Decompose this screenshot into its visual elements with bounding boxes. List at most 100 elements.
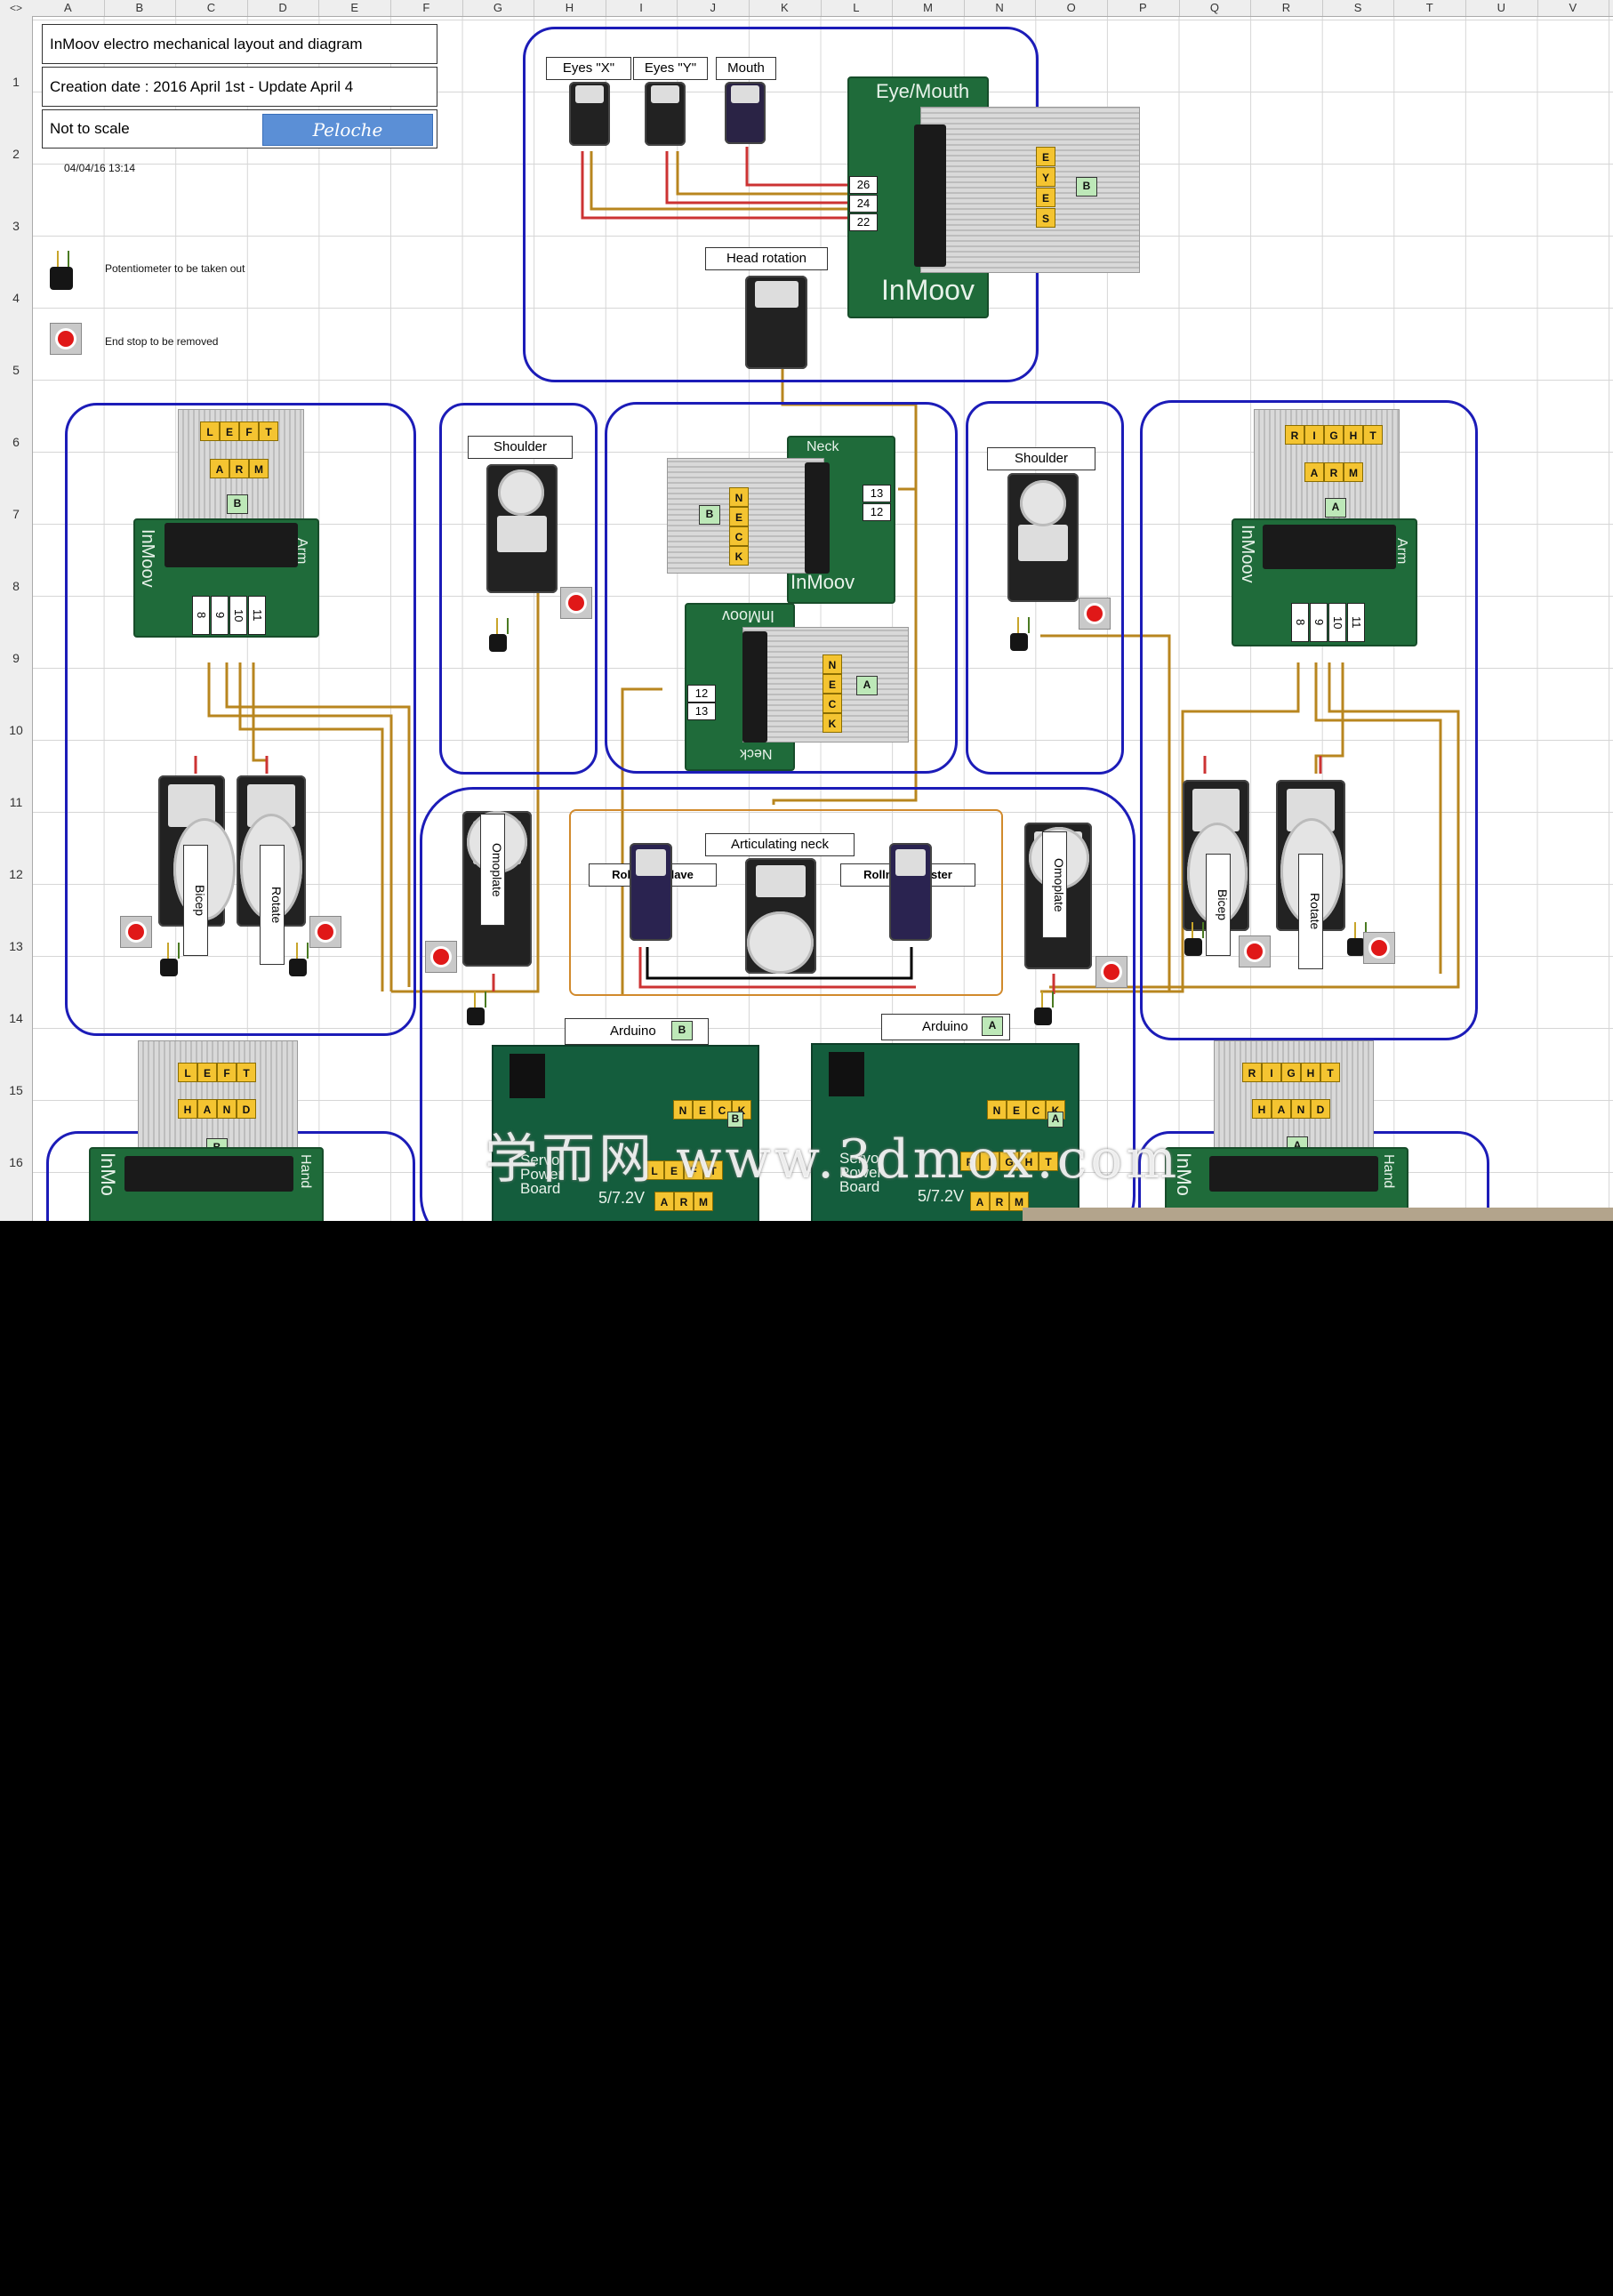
diagram-title: InMoov electro mechanical layout and dia…: [42, 24, 437, 64]
column-header-n[interactable]: N: [964, 0, 1037, 16]
column-header-o[interactable]: O: [1035, 0, 1108, 16]
column-header-m[interactable]: M: [892, 0, 965, 16]
row-header-16[interactable]: 16: [9, 1155, 23, 1169]
neck-a-pin-12: 12: [687, 685, 716, 702]
right-shoulder-group: [966, 401, 1124, 775]
right-omoplate-pot: [1034, 991, 1054, 1025]
column-header-t[interactable]: T: [1393, 0, 1466, 16]
right-arm-plug-g: G: [1324, 425, 1344, 445]
right-arm-plug-i: I: [1304, 425, 1324, 445]
creation-date: Creation date : 2016 April 1st - Update …: [42, 67, 437, 107]
row-header-11[interactable]: 11: [9, 795, 23, 809]
right-rotate-label: Rotate: [1298, 854, 1323, 969]
eyes-x-label: Eyes "X": [546, 57, 631, 80]
column-header-v[interactable]: V: [1537, 0, 1610, 16]
column-header-g[interactable]: G: [462, 0, 535, 16]
servo-power-board-a: Servo Power Board: [839, 1150, 883, 1195]
head-rotation-servo: [745, 276, 807, 369]
end-stop-icon: [50, 323, 82, 355]
column-header-u[interactable]: U: [1465, 0, 1538, 16]
row-header-6[interactable]: 6: [12, 435, 20, 449]
potentiometer-icon: [50, 251, 73, 290]
ard-a-arm-h: H: [1019, 1152, 1039, 1171]
ard-b-arm-m: M: [694, 1192, 713, 1211]
legend-endstop: End stop to be removed: [105, 335, 219, 348]
eyes-plug-s: S: [1036, 208, 1055, 228]
eye-mouth-board-label: Eye/Mouth: [876, 80, 970, 102]
left-bicep-label: Bicep: [183, 845, 208, 956]
wire-left-arm-1: [207, 662, 393, 991]
wire-eyes-y: [665, 151, 854, 205]
right-rotate-pot: [1347, 922, 1367, 956]
column-header-c[interactable]: C: [175, 0, 248, 16]
column-header-e[interactable]: E: [318, 0, 391, 16]
right-arm-connector: [1263, 525, 1396, 569]
right-hand-plug-g: G: [1281, 1063, 1301, 1082]
update-timestamp: 04/04/16 13:14: [64, 162, 136, 174]
eyes-tag: B: [1076, 177, 1097, 197]
right-arm-plug-r: R: [1285, 425, 1304, 445]
column-header-j[interactable]: J: [677, 0, 750, 16]
row-header-5[interactable]: 5: [12, 363, 20, 377]
left-hand-plug-e: E: [197, 1063, 217, 1082]
select-all-corner[interactable]: <>: [9, 2, 22, 14]
row-header-1[interactable]: 1: [12, 75, 20, 89]
right-arm-plug-a: A: [1304, 462, 1324, 482]
column-header-l[interactable]: L: [821, 0, 894, 16]
column-header-p[interactable]: P: [1107, 0, 1180, 16]
ard-b-neck-c: C: [712, 1100, 732, 1120]
row-header-7[interactable]: 7: [12, 507, 20, 521]
torso-group: [420, 787, 1136, 1221]
row-header-13[interactable]: 13: [9, 939, 23, 953]
left-arm-pin-9: 9: [211, 596, 229, 635]
column-header-a[interactable]: A: [32, 0, 105, 16]
row-header-12[interactable]: 12: [9, 867, 23, 881]
column-header-q[interactable]: Q: [1179, 0, 1252, 16]
mouth-label: Mouth: [716, 57, 776, 80]
wire-right-arm-3: [1049, 662, 1460, 989]
row-header-15[interactable]: 15: [9, 1083, 23, 1097]
right-shoulder-pot: [1010, 617, 1030, 651]
row-header-8[interactable]: 8: [12, 579, 20, 593]
neck-a-plug-e: E: [823, 674, 842, 694]
row-header-14[interactable]: 14: [9, 1011, 23, 1025]
wire-mouth: [745, 147, 854, 187]
row-header-10[interactable]: 10: [9, 723, 23, 737]
left-hand-plug-t: T: [237, 1063, 256, 1082]
left-rotate-pot: [289, 943, 309, 976]
right-hand-brand: InMo: [1173, 1152, 1195, 1196]
column-header-r[interactable]: R: [1250, 0, 1323, 16]
pin-26: 26: [849, 176, 878, 194]
column-header-f[interactable]: F: [390, 0, 463, 16]
right-bicep-label: Bicep: [1206, 854, 1231, 956]
neck-board-a-label: Neck: [740, 746, 773, 761]
row-header-9[interactable]: 9: [12, 651, 20, 665]
row-header-4[interactable]: 4: [12, 291, 20, 305]
column-header-k[interactable]: K: [749, 0, 822, 16]
neck-a-tag: A: [856, 676, 878, 695]
row-header-2[interactable]: 2: [12, 147, 20, 161]
left-hand-label: Hand: [298, 1154, 313, 1189]
right-arm-pin-8: 8: [1291, 603, 1309, 642]
left-arm-board-brand: InMoov: [138, 529, 157, 588]
column-header-b[interactable]: B: [104, 0, 177, 16]
right-arm-board-label: Arm: [1394, 538, 1409, 565]
column-header-i[interactable]: I: [606, 0, 678, 16]
left-omoplate-endstop: [425, 941, 457, 973]
column-header-d[interactable]: D: [247, 0, 320, 16]
wire-neck-b: [621, 687, 662, 996]
wire-rollneck: [646, 947, 913, 980]
column-header-s[interactable]: S: [1322, 0, 1395, 16]
right-omoplate-label: Omoplate: [1042, 831, 1067, 938]
row-header-3[interactable]: 3: [12, 219, 20, 233]
right-hand-plug-h: H: [1301, 1063, 1320, 1082]
left-shoulder-group: [439, 403, 598, 775]
right-shoulder-label: Shoulder: [987, 447, 1095, 470]
column-header-h[interactable]: H: [534, 0, 606, 16]
left-hand-plug-a: A: [197, 1099, 217, 1119]
left-arm-plug-r: R: [229, 459, 249, 478]
ard-a-neck-e: E: [1007, 1100, 1026, 1120]
neck-b-pin-13: 13: [863, 485, 891, 502]
right-hand-plug-a: A: [1272, 1099, 1291, 1119]
